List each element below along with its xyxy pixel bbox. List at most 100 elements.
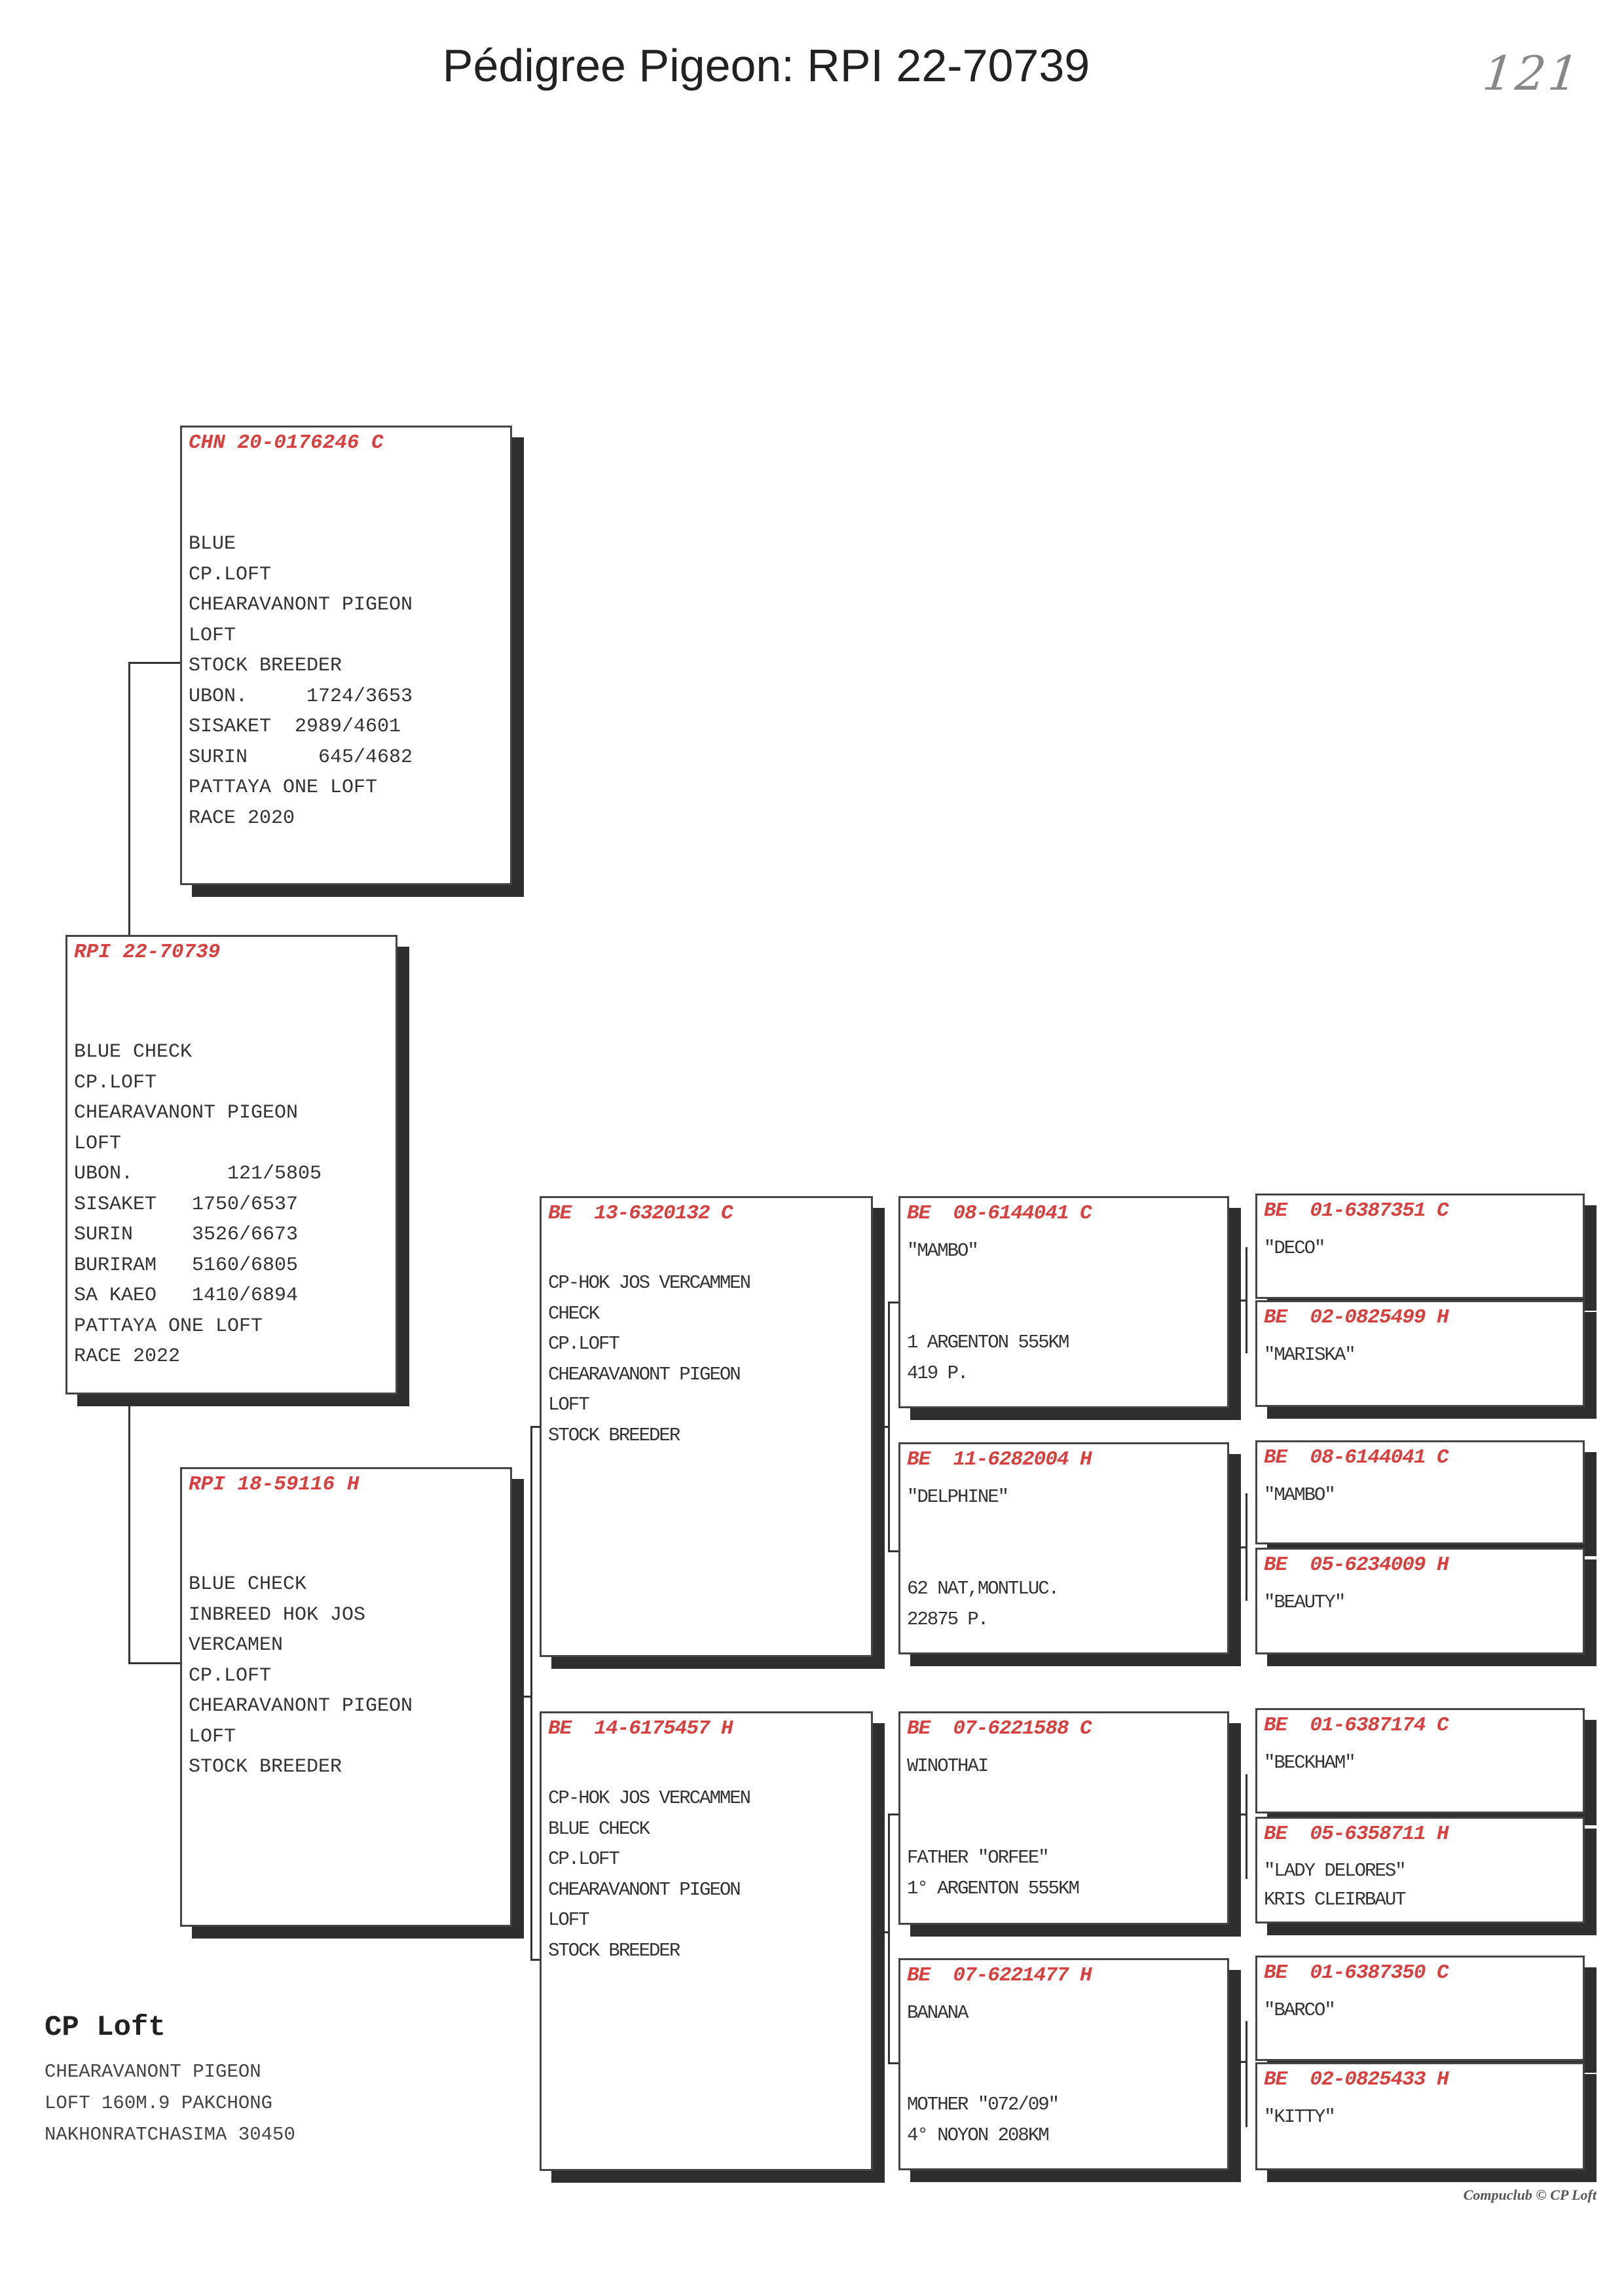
detail-line: RACE 2022: [74, 1345, 181, 1368]
great-grandparent-card[interactable]: BE 07-6221477 H BANANA MOTHER "072/09"4°…: [898, 1958, 1229, 2170]
pigeon-details: "MAMBO": [1264, 1480, 1336, 1511]
detail-line: SISAKET 1750/6537: [74, 1193, 299, 1216]
detail-line: MOTHER "072/09": [907, 2094, 1060, 2115]
pigeon-name: "MAMBO": [907, 1240, 979, 1262]
detail-line: "KITTY": [1264, 2106, 1336, 2128]
ring-number: RPI 18-59116 H: [189, 1473, 360, 1496]
detail-line: CP.LOFT: [189, 563, 272, 586]
detail-line: CP.LOFT: [548, 1333, 620, 1355]
pigeon-name: BANANA: [907, 2002, 969, 2024]
ring-number: BE 13-6320132 C: [548, 1202, 733, 1225]
detail-line: BLUE CHECK: [189, 1573, 307, 1595]
loft-address-line: CHEARAVANONT PIGEON: [45, 2061, 261, 2083]
detail-line: STOCK BREEDER: [189, 1756, 342, 1778]
sire-card[interactable]: CHN 20-0176246 C BLUE CP.LOFT CHEARAVANONT…: [180, 426, 512, 885]
detail-line: LOFT: [189, 624, 236, 647]
great-grandparent-card[interactable]: BE 11-6282004 H "DELPHINE" 62 NAT,MONTLU…: [898, 1442, 1229, 1654]
software-credit: Compuclub © CP Loft: [1463, 2187, 1596, 2203]
detail-line: CP.LOFT: [74, 1071, 157, 1094]
gen4-card[interactable]: BE 01-6387174 C "BECKHAM": [1255, 1708, 1585, 1813]
dam-card[interactable]: RPI 18-59116 H BLUE CHECK INBREED HOK JOS…: [180, 1467, 512, 1927]
detail-line: CP-HOK JOS VERCAMMEN: [548, 1272, 751, 1294]
pigeon-notes: FATHER "ORFEE" 1° ARGENTON 555KM: [907, 1843, 1080, 1904]
gen4-card[interactable]: BE 01-6387350 C "BARCO": [1255, 1956, 1585, 2061]
ring-number: BE 11-6282004 H: [907, 1448, 1092, 1471]
pigeon-details: "MARISKA": [1264, 1340, 1356, 1371]
detail-line: SA KAEO 1410/6894: [74, 1285, 299, 1307]
detail-line: "MARISKA": [1264, 1344, 1356, 1366]
ring-number: BE 02-0825433 H: [1264, 2068, 1449, 2091]
detail-line: CHECK: [548, 1302, 600, 1324]
ring-number: BE 08-6144041 C: [1264, 1446, 1449, 1469]
detail-line: 419 P.: [907, 1362, 969, 1384]
detail-line: STOCK BREEDER: [548, 1939, 680, 1961]
detail-line: 1 ARGENTON 555KM: [907, 1332, 1069, 1353]
gen4-card[interactable]: BE 08-6144041 C "MAMBO": [1255, 1440, 1585, 1544]
loft-address-line: NAKHONRATCHASIMA 30450: [45, 2124, 295, 2145]
detail-line: BURIRAM 5160/6805: [74, 1254, 299, 1277]
detail-line: INBREED HOK JOS: [189, 1603, 366, 1626]
detail-line: SURIN 645/4682: [189, 746, 413, 769]
ring-number: BE 08-6144041 C: [907, 1202, 1092, 1225]
detail-line: LOFT: [548, 1909, 590, 1931]
detail-line: LOFT: [74, 1132, 122, 1155]
detail-line: "DECO": [1264, 1237, 1325, 1259]
detail-line: PATTAYA ONE LOFT: [74, 1315, 263, 1338]
gen4-card[interactable]: BE 02-0825499 H "MARISKA": [1255, 1300, 1585, 1407]
gen4-card[interactable]: BE 02-0825433 H "KITTY": [1255, 2062, 1585, 2170]
detail-line: UBON. 121/5805: [74, 1163, 322, 1185]
detail-line: VERCAMEN: [189, 1634, 284, 1656]
page-title: Pédigree Pigeon: RPI 22-70739: [442, 40, 1090, 91]
ring-number: BE 01-6387174 C: [1264, 1714, 1449, 1737]
ring-number: BE 05-6358711 H: [1264, 1823, 1449, 1846]
ring-number: BE 01-6387350 C: [1264, 1961, 1449, 1984]
detail-line: LOFT: [189, 1725, 236, 1748]
pigeon-details: "KITTY": [1264, 2102, 1336, 2133]
pigeon-details: "BECKHAM": [1264, 1748, 1356, 1779]
detail-line: STOCK BREEDER: [548, 1424, 680, 1446]
detail-line: STOCK BREEDER: [189, 655, 342, 677]
detail-line: SISAKET 2989/4601: [189, 716, 401, 738]
detail-line: 62 NAT,MONTLUC.: [907, 1578, 1060, 1599]
pigeon-notes: MOTHER "072/09"4° NOYON 208KM: [907, 2090, 1060, 2151]
great-grandparent-card[interactable]: BE 08-6144041 C "MAMBO" 1 ARGENTON 555KM…: [898, 1196, 1229, 1408]
great-grandparent-card[interactable]: BE 07-6221588 C WINOTHAI FATHER "ORFEE" 1…: [898, 1711, 1229, 1925]
gen4-card[interactable]: BE 01-6387351 C "DECO": [1255, 1194, 1585, 1299]
detail-line: CHEARAVANONT PIGEON: [548, 1878, 741, 1901]
ring-number: BE 07-6221477 H: [907, 1964, 1092, 1987]
detail-line: "MAMBO": [1264, 1484, 1336, 1506]
detail-line: CHEARAVANONT PIGEON: [548, 1363, 741, 1385]
ring-number: RPI 22-70739: [74, 941, 221, 964]
detail-line: "LADY DELORES": [1264, 1860, 1407, 1882]
detail-line: "BARCO": [1264, 1999, 1336, 2021]
detail-line: BLUE: [189, 533, 236, 555]
detail-line: UBON. 1724/3653: [189, 685, 413, 708]
ring-number: BE 01-6387351 C: [1264, 1199, 1449, 1222]
pigeon-name: "DELPHINE": [907, 1486, 1009, 1508]
ring-number: CHN 20-0176246 C: [189, 431, 384, 454]
ring-number: BE 05-6234009 H: [1264, 1554, 1449, 1576]
detail-line: FATHER "ORFEE": [907, 1847, 1050, 1868]
pigeon-details: BLUE CP.LOFT CHEARAVANONT PIGEON LOFT STOCK …: [189, 529, 413, 833]
detail-line: CP.LOFT: [548, 1848, 620, 1870]
gen4-card[interactable]: BE 05-6234009 H "BEAUTY": [1255, 1548, 1585, 1654]
loft-name: CP Loft: [45, 2011, 166, 2044]
pigeon-name: WINOTHAI: [907, 1755, 989, 1777]
pigeon-details: "BEAUTY": [1264, 1588, 1346, 1618]
pigeon-details: CP-HOK JOS VERCAMMEN CHECK CP.LOFT CHEARAVA…: [548, 1268, 751, 1451]
grandsire-card[interactable]: BE 13-6320132 C CP-HOK JOS VERCAMMEN CHEC…: [540, 1196, 873, 1657]
detail-line: KRIS CLEIRBAUT: [1264, 1889, 1407, 1910]
detail-line: LOFT: [548, 1394, 590, 1415]
ring-number: BE 02-0825499 H: [1264, 1306, 1449, 1329]
gen4-card[interactable]: BE 05-6358711 H "LADY DELORES" KRIS CLEIR…: [1255, 1817, 1585, 1923]
pigeon-details: "DECO": [1264, 1233, 1325, 1264]
detail-line: CHEARAVANONT PIGEON: [189, 594, 413, 616]
detail-line: 1° ARGENTON 555KM: [907, 1877, 1080, 1899]
ring-number: BE 07-6221588 C: [907, 1717, 1092, 1740]
detail-line: PATTAYA ONE LOFT: [189, 776, 378, 799]
handwritten-page-number: 121: [1480, 46, 1584, 101]
